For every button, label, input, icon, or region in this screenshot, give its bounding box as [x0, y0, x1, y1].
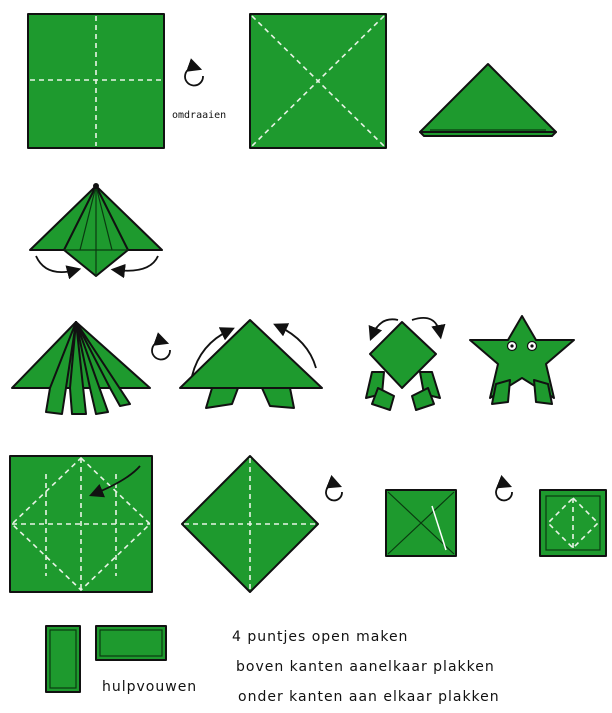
step10-diamond: [182, 456, 318, 592]
helper-fold-horizontal-strip: [96, 626, 166, 660]
instruction-3: onder kanten aan elkaar plakken: [238, 689, 500, 705]
step5-legs-folded: [12, 322, 150, 414]
flip-icon-4: [496, 484, 512, 500]
flip-icon-3: [326, 484, 342, 500]
flip-icon-2: [152, 341, 170, 359]
instruction-2: boven kanten aanelkaar plakken: [236, 659, 495, 675]
fold-arrow-left-icon: [36, 256, 76, 272]
helper-fold-vertical-strip: [46, 626, 80, 692]
flip-icon: [185, 67, 203, 85]
fold-arrow-right-icon: [116, 256, 158, 271]
step1-square-crossed: [28, 14, 164, 148]
step9-square-inner-diamond: [10, 456, 152, 592]
step12-small-square-folded: [540, 490, 606, 556]
step7-diamond-body: [366, 322, 440, 410]
step8-finished-frog: [470, 316, 574, 404]
step11-small-square: [386, 490, 456, 556]
helper-folds-label: hulpvouwen: [102, 679, 197, 695]
step2-square-diagonals: [250, 14, 386, 148]
step4-waterbomb-base: [30, 183, 162, 276]
step6-triangle-legs: [180, 320, 322, 408]
curved-arrow-right-icon: [412, 318, 440, 334]
step3-triangle: [420, 64, 556, 136]
flip-label: omdraaien: [172, 110, 226, 121]
instruction-1: 4 puntjes open maken: [232, 629, 408, 645]
